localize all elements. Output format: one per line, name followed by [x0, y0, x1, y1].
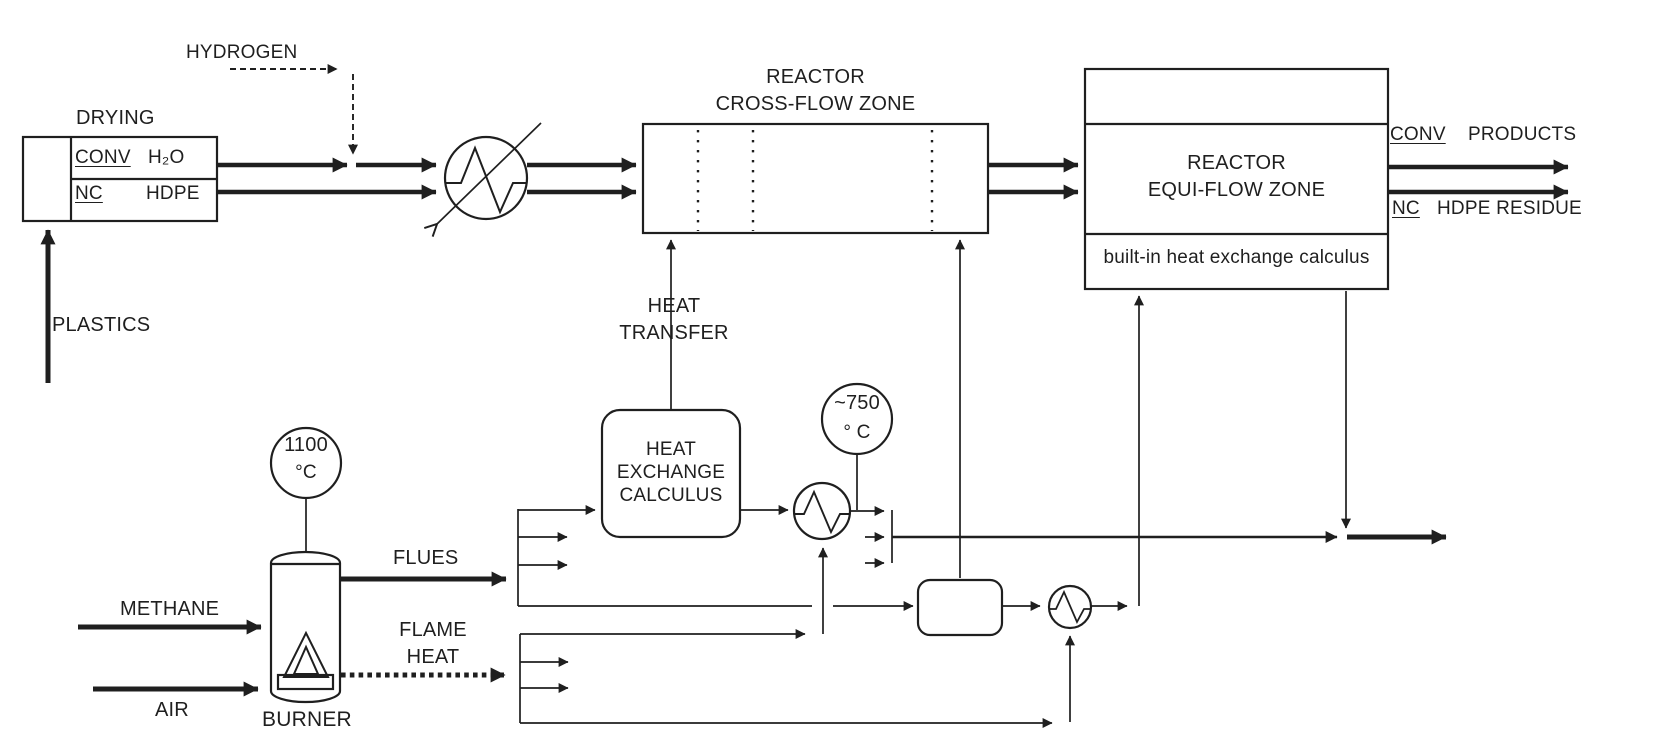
reactor-equi-flow-title-line1: REACTOR — [1187, 152, 1286, 174]
preheat-exchanger-icon — [423, 122, 542, 237]
air-label: AIR — [155, 699, 189, 721]
hec-label-line2: EXCHANGE — [616, 462, 726, 483]
heat-transfer-label-line1: HEAT — [647, 295, 701, 317]
heat-transfer-label: HEAT TRANSFER — [594, 293, 754, 347]
products-conv-label: CONV — [1390, 124, 1446, 145]
reactor-cross-flow-title-line1: REACTOR — [766, 66, 865, 88]
hydrogen-label: HYDROGEN — [186, 42, 298, 63]
drying-unit-box — [21, 135, 219, 223]
pipe-preheater-to-reactor — [527, 157, 637, 200]
products-label: PRODUCTS — [1468, 124, 1577, 145]
residue-nc-label: NC — [1392, 198, 1420, 219]
drying-hdpe-label: HDPE — [146, 183, 200, 204]
heat-exchange-calculus-box — [600, 408, 742, 539]
heat-exchanger-1-icon — [740, 481, 885, 541]
heat-exchanger-2-icon — [1047, 584, 1128, 630]
flame-heat-label-line2: HEAT — [406, 646, 460, 668]
flue-exit-collector — [865, 510, 893, 568]
methane-label: METHANE — [120, 598, 220, 620]
mixer-box — [916, 578, 1041, 637]
flame-heat-label-line1: FLAME — [399, 619, 467, 641]
burner-temp-value: 1100 — [284, 434, 328, 456]
burner-label: BURNER — [262, 708, 352, 731]
flues-distributor — [517, 505, 914, 611]
pipe-crossflow-to-equiflow — [988, 157, 1079, 200]
plastics-label: PLASTICS — [52, 314, 151, 336]
flues-label: FLUES — [393, 547, 459, 569]
hydrogen-feed-arrow — [230, 64, 358, 155]
heat-exchange-calculus-label: HEAT EXCHANGE CALCULUS — [602, 438, 740, 507]
residue-label: HDPE RESIDUE — [1437, 198, 1582, 219]
reactor-equi-flow-box — [1083, 67, 1390, 291]
drying-title: DRYING — [76, 107, 155, 129]
reactor-equi-flow-note: built-in heat exchange calculus — [1103, 247, 1370, 268]
flue-temperature-indicator — [820, 382, 894, 510]
reactor-equi-flow-title-line2: EQUI-FLOW ZONE — [1147, 179, 1326, 201]
flame-heat-label: FLAME HEAT — [363, 617, 503, 671]
flue-temp-value: ~750 — [834, 392, 880, 414]
flue-temp-unit: ° C — [843, 422, 871, 443]
flame-heat-distributor — [519, 547, 1075, 728]
burner-vessel — [269, 550, 342, 704]
drying-nc-label: NC — [75, 183, 103, 204]
burner-temp-unit: °C — [295, 462, 317, 483]
heat-transfer-label-line2: TRANSFER — [619, 322, 729, 344]
drying-h2o-label: H₂O — [148, 147, 185, 168]
reactor-cross-flow-box — [641, 122, 990, 235]
hec-label-line3: CALCULUS — [619, 485, 723, 506]
burner-temperature-indicator — [269, 426, 343, 553]
reactor-cross-flow-title-line2: CROSS-FLOW ZONE — [715, 93, 916, 115]
drying-conv-label: CONV — [75, 147, 131, 168]
reactor-cross-flow-title: REACTOR CROSS-FLOW ZONE — [643, 64, 988, 118]
reactor-equi-flow-title: REACTOR EQUI-FLOW ZONE — [1085, 150, 1388, 204]
hec-label-line1: HEAT — [645, 439, 697, 460]
flame-icon — [282, 630, 330, 678]
